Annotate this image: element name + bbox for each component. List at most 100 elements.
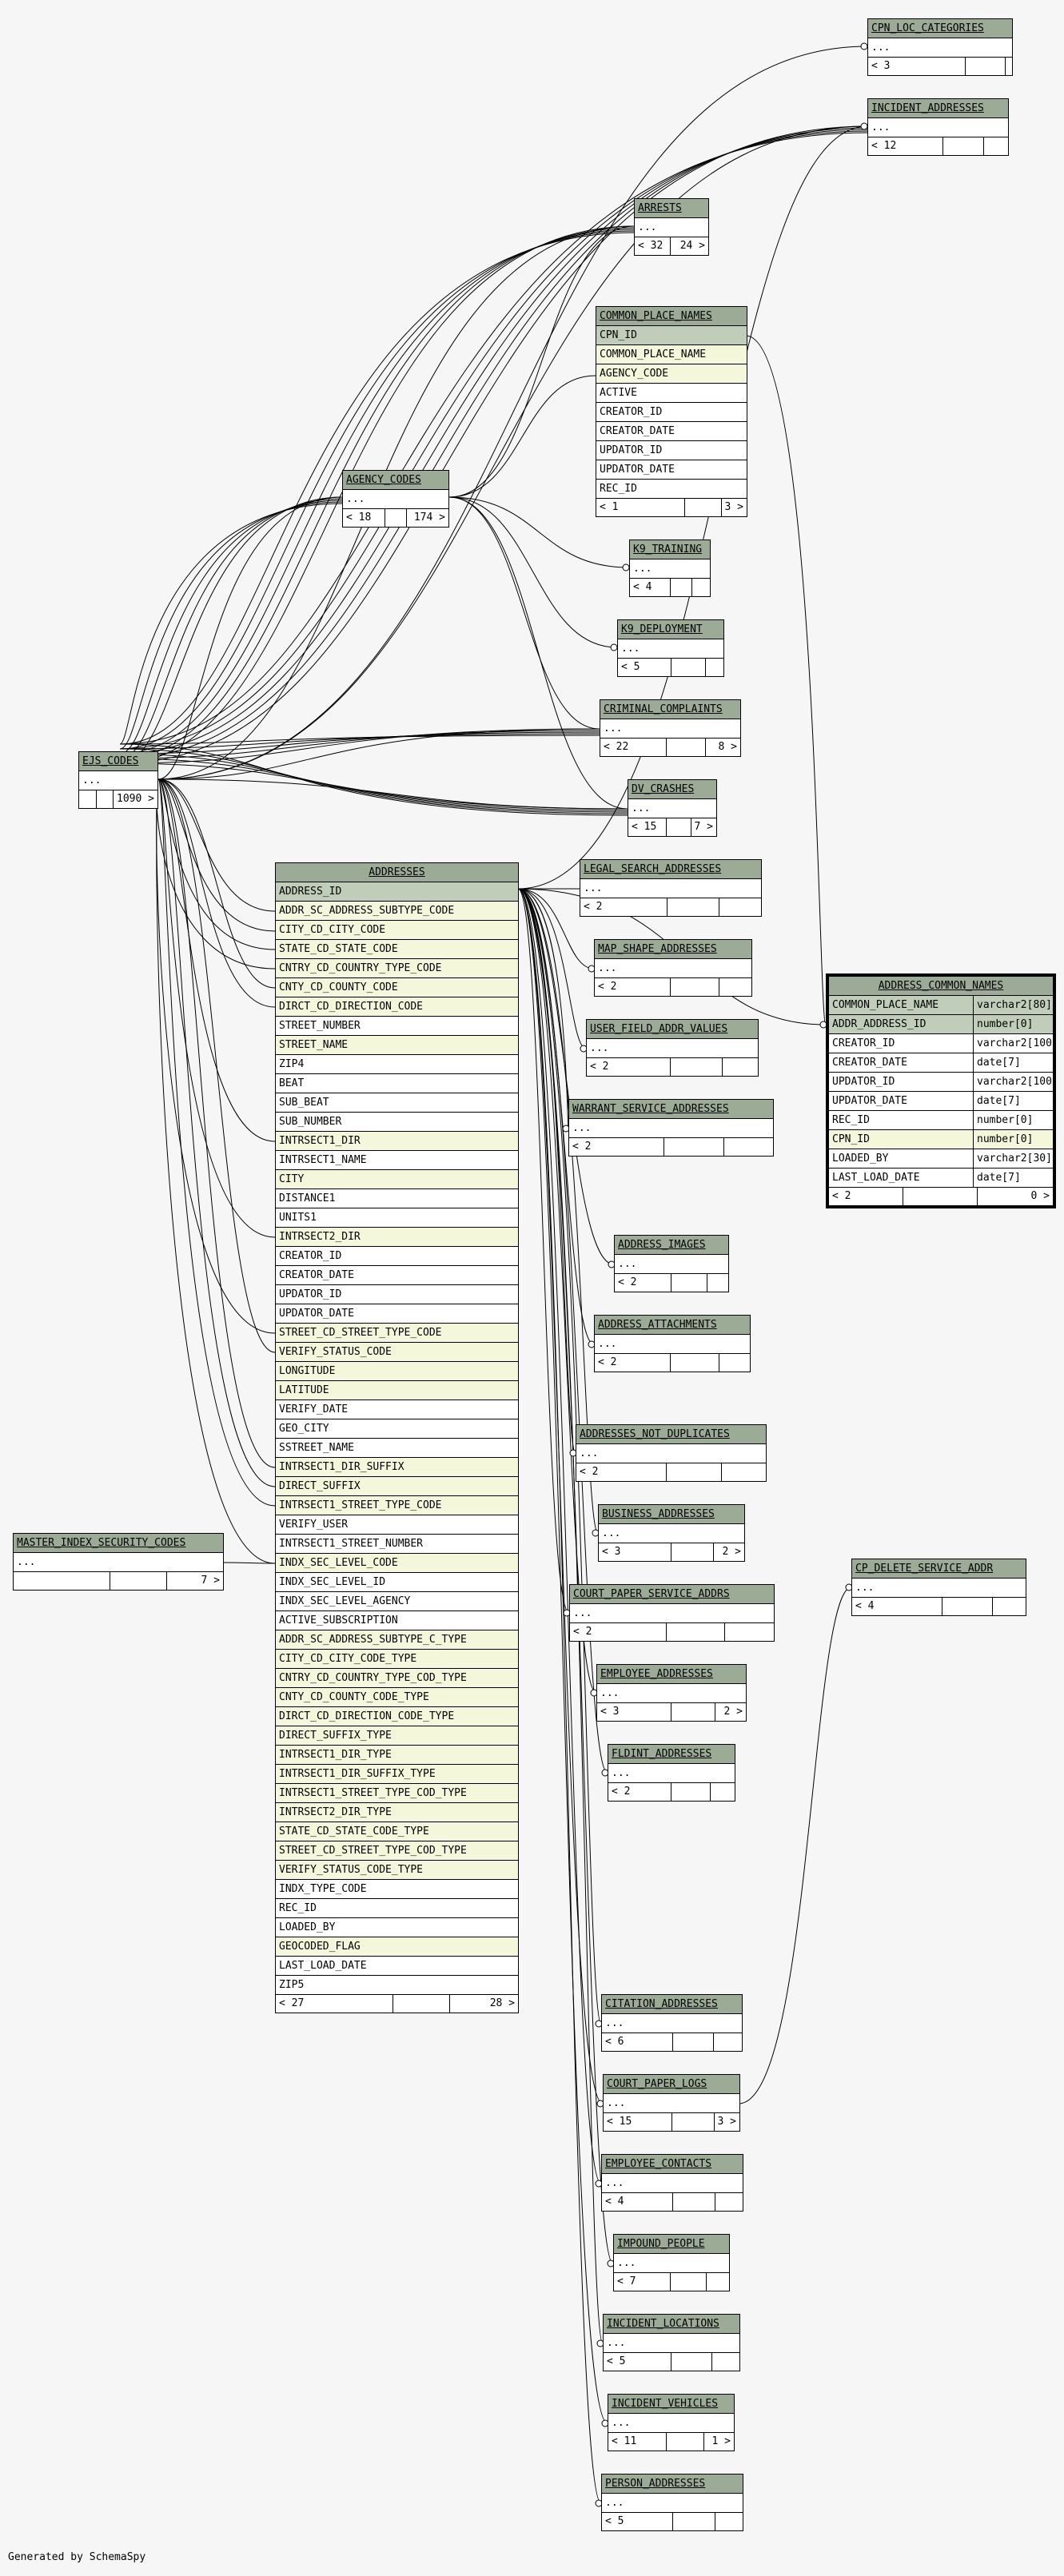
table-incident-addresses[interactable]: INCIDENT_ADDRESSES ... < 12 [867, 98, 1009, 156]
table-title[interactable]: EMPLOYEE_ADDRESSES [597, 1665, 746, 1684]
table-master-index-security-codes[interactable]: MASTER_INDEX_SECURITY_CODES ... 7 > [13, 1533, 224, 1591]
column-row[interactable]: GEOCODED_FLAG [276, 1937, 518, 1957]
column-row[interactable]: CREATOR_ID [276, 1247, 518, 1266]
column-row[interactable]: INTRSECT1_STREET_TYPE_CODE [276, 1496, 518, 1515]
column-row[interactable]: STREET_CD_STREET_TYPE_CODE [276, 1324, 518, 1343]
column-row[interactable]: CREATOR_ID [596, 403, 747, 422]
column-row[interactable]: LAST_LOAD_DATE [276, 1957, 518, 1976]
table-citation-addresses[interactable]: CITATION_ADDRESSES ... < 6 [601, 1994, 743, 2052]
table-employee-contacts[interactable]: EMPLOYEE_CONTACTS ... < 4 [601, 2154, 743, 2212]
column-row[interactable]: UPDATOR_DATE [596, 460, 747, 480]
table-impound-people[interactable]: IMPOUND_PEOPLE ... < 7 [613, 2234, 730, 2291]
table-title[interactable]: AGENCY_CODES [343, 471, 448, 490]
table-title[interactable]: COURT_PAPER_LOGS [604, 2075, 739, 2094]
table-user-field-addr-values[interactable]: USER_FIELD_ADDR_VALUES ... < 2 [586, 1019, 759, 1077]
column-row[interactable]: REC_ID [596, 480, 747, 499]
table-title[interactable]: INCIDENT_LOCATIONS [604, 2315, 739, 2334]
column-row[interactable]: AGENCY_CODE [596, 364, 747, 384]
column-row[interactable]: STATE_CD_STATE_CODE_TYPE [276, 1822, 518, 1841]
column-row[interactable]: CNTY_CD_COUNTY_CODE_TYPE [276, 1688, 518, 1707]
table-addresses-not-duplicates[interactable]: ADDRESSES_NOT_DUPLICATES ... < 2 [576, 1424, 767, 1482]
table-legal-search-addresses[interactable]: LEGAL_SEARCH_ADDRESSES ... < 2 [580, 859, 762, 917]
table-title[interactable]: EJS_CODES [79, 752, 157, 771]
column-row[interactable]: ADDR_SC_ADDRESS_SUBTYPE_C_TYPE [276, 1630, 518, 1650]
column-row[interactable]: ACTIVE [596, 384, 747, 403]
table-fldint-addresses[interactable]: FLDINT_ADDRESSES ... < 2 [608, 1744, 735, 1802]
column-row[interactable]: INTRSECT1_DIR_SUFFIX_TYPE [276, 1765, 518, 1784]
column-row[interactable]: ZIP4 [276, 1055, 518, 1074]
table-title[interactable]: CITATION_ADDRESSES [602, 1995, 742, 2014]
column-row[interactable]: INTRSECT1_DIR_SUFFIX [276, 1458, 518, 1477]
column-row[interactable]: REC_ID [276, 1899, 518, 1918]
column-row[interactable]: INDX_SEC_LEVEL_AGENCY [276, 1592, 518, 1611]
table-title[interactable]: COURT_PAPER_SERVICE_ADDRS [570, 1585, 774, 1604]
table-title[interactable]: ADDRESS_COMMON_NAMES [829, 977, 1053, 996]
column-row[interactable]: INDX_SEC_LEVEL_ID [276, 1573, 518, 1592]
column-row[interactable]: VERIFY_USER [276, 1515, 518, 1535]
table-incident-locations[interactable]: INCIDENT_LOCATIONS ... < 5 [603, 2314, 740, 2371]
column-row[interactable]: UPDATOR_DATE [276, 1304, 518, 1324]
table-title[interactable]: ADDRESSES_NOT_DUPLICATES [576, 1425, 766, 1444]
table-title[interactable]: ADDRESS_ATTACHMENTS [595, 1316, 750, 1335]
table-title[interactable]: K9_TRAINING [630, 540, 710, 559]
column-row[interactable]: DISTANCE1 [276, 1189, 518, 1208]
column-row[interactable]: COMMON_PLACE_NAME [596, 345, 747, 364]
column-row[interactable]: UPDATOR_ID [596, 441, 747, 460]
table-title[interactable]: COMMON_PLACE_NAMES [596, 307, 747, 326]
column-row[interactable]: ADDRESS_ID [276, 882, 518, 902]
column-row[interactable]: LATITUDE [276, 1381, 518, 1400]
table-ejs-codes[interactable]: EJS_CODES ... 1090 > [78, 751, 158, 809]
column-row[interactable]: SUB_BEAT [276, 1093, 518, 1113]
column-row[interactable]: GEO_CITY [276, 1419, 518, 1439]
column-row[interactable]: INTRSECT1_DIR [276, 1132, 518, 1151]
table-title[interactable]: MAP_SHAPE_ADDRESSES [595, 940, 751, 959]
column-row[interactable]: CNTY_CD_COUNTY_CODE [276, 978, 518, 997]
column-row[interactable]: INTRSECT2_DIR_TYPE [276, 1803, 518, 1822]
column-row[interactable]: STREET_CD_STREET_TYPE_COD_TYPE [276, 1841, 518, 1861]
column-row[interactable]: CITY_CD_CITY_CODE_TYPE [276, 1650, 518, 1669]
table-cpn-loc-categories[interactable]: CPN_LOC_CATEGORIES ... < 3 [867, 18, 1013, 76]
table-court-paper-service-addrs[interactable]: COURT_PAPER_SERVICE_ADDRS ... < 2 [569, 1584, 775, 1642]
column-row[interactable]: DIRCT_CD_DIRECTION_CODE [276, 997, 518, 1017]
column-row[interactable]: INTRSECT1_DIR_TYPE [276, 1746, 518, 1765]
column-row[interactable]: LOADED_BY [276, 1918, 518, 1937]
table-title[interactable]: LEGAL_SEARCH_ADDRESSES [580, 860, 761, 879]
table-title[interactable]: CPN_LOC_CATEGORIES [868, 19, 1012, 38]
column-row[interactable]: CNTRY_CD_COUNTRY_TYPE_COD_TYPE [276, 1669, 518, 1688]
column-row[interactable]: CITY_CD_CITY_CODE [276, 921, 518, 940]
column-row[interactable]: UNITS1 [276, 1208, 518, 1228]
table-cp-delete-service-addr[interactable]: CP_DELETE_SERVICE_ADDR ... < 4 [851, 1559, 1026, 1616]
column-row[interactable]: VERIFY_DATE [276, 1400, 518, 1419]
column-row[interactable]: ADDR_SC_ADDRESS_SUBTYPE_CODE [276, 902, 518, 921]
column-row[interactable]: SUB_NUMBER [276, 1113, 518, 1132]
table-title[interactable]: ARRESTS [635, 199, 708, 218]
column-row[interactable]: SSTREET_NAME [276, 1439, 518, 1458]
column-row[interactable]: DIRCT_CD_DIRECTION_CODE_TYPE [276, 1707, 518, 1726]
table-title[interactable]: WARRANT_SERVICE_ADDRESSES [569, 1100, 773, 1119]
column-row[interactable]: CREATOR_DATE [276, 1266, 518, 1285]
column-row[interactable]: STREET_NUMBER [276, 1017, 518, 1036]
table-title[interactable]: CRIMINAL_COMPLAINTS [600, 700, 740, 719]
table-person-addresses[interactable]: PERSON_ADDRESSES ... < 5 [601, 2474, 743, 2531]
column-row[interactable]: CNTRY_CD_COUNTRY_TYPE_CODE [276, 959, 518, 978]
table-address-images[interactable]: ADDRESS_IMAGES ... < 2 [614, 1235, 729, 1292]
column-row[interactable]: DIRECT_SUFFIX_TYPE [276, 1726, 518, 1746]
table-title[interactable]: CP_DELETE_SERVICE_ADDR [852, 1559, 1026, 1579]
column-row[interactable]: ZIP5 [276, 1976, 518, 1995]
